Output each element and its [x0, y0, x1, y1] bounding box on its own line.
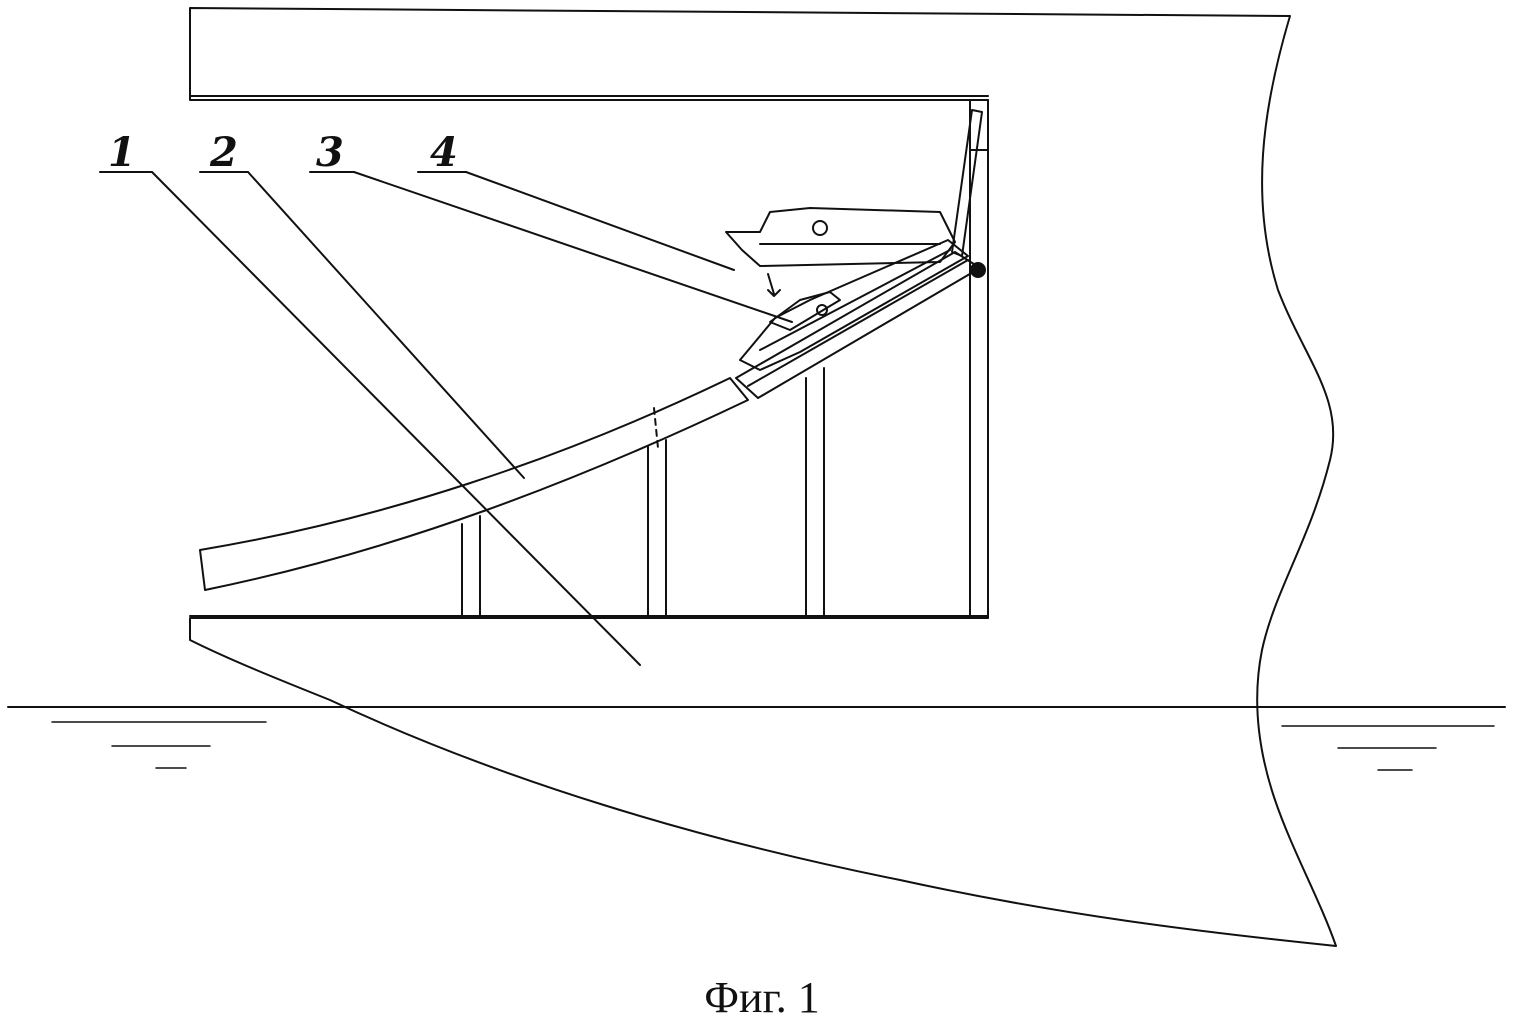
figure-caption: Фиг. 1 — [704, 973, 819, 1022]
label-1: 1 — [108, 129, 136, 176]
label-4: 4 — [430, 129, 458, 176]
vessel-lifted — [725, 207, 956, 267]
ramp-joint — [653, 407, 659, 449]
hinge — [970, 262, 986, 278]
ship-hull — [189, 7, 1337, 947]
leader-lines — [99, 171, 793, 666]
water-marks — [51, 721, 1495, 771]
flap-door — [951, 109, 983, 257]
label-3: 3 — [316, 129, 344, 176]
ramp — [199, 377, 749, 591]
motion-arrow — [767, 273, 781, 297]
label-2: 2 — [209, 129, 238, 176]
ramp-supports — [461, 367, 825, 617]
